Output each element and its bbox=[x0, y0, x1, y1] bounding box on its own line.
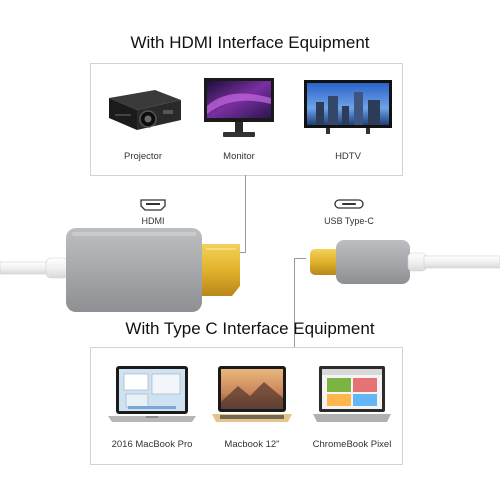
device-label-hdtv: HDTV bbox=[335, 151, 361, 162]
device-label-projector: Projector bbox=[123, 151, 162, 162]
usb-c-label: USB Type-C bbox=[324, 216, 374, 226]
usb-c-guide-line bbox=[294, 258, 295, 348]
usb-c-port-icon bbox=[333, 198, 365, 210]
hdmi-label: HDMI bbox=[141, 216, 165, 226]
projector-icon bbox=[101, 76, 187, 138]
chromebook-pixel-icon bbox=[311, 362, 393, 428]
macbook-12-icon bbox=[210, 362, 294, 428]
device-label-macbook-pro: 2016 MacBook Pro bbox=[111, 439, 193, 450]
hdmi-section-title: With HDMI Interface Equipment bbox=[130, 33, 370, 52]
macbook-pro-icon bbox=[106, 362, 198, 428]
usb-c-cable-end bbox=[300, 237, 500, 287]
type-c-section-title: With Type C Interface Equipment bbox=[125, 319, 375, 338]
tv-icon bbox=[302, 76, 394, 138]
hdmi-cable-end bbox=[0, 224, 250, 316]
hdmi-guide-line bbox=[245, 175, 246, 252]
device-label-chromebook-pixel: ChromeBook Pixel bbox=[312, 439, 392, 450]
monitor-icon bbox=[199, 76, 279, 142]
device-label-macbook-12: Macbook 12" bbox=[224, 439, 280, 450]
usb-c-guide-line-tick bbox=[294, 258, 306, 259]
hdmi-port-icon bbox=[138, 198, 168, 212]
device-label-monitor: Monitor bbox=[223, 151, 255, 162]
